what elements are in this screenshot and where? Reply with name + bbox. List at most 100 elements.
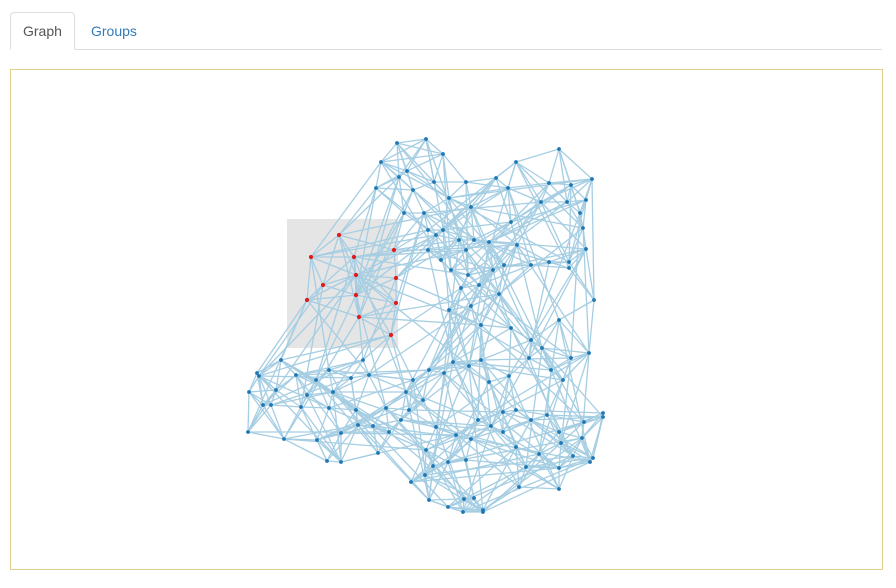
graph-node[interactable] <box>477 283 481 287</box>
graph-node[interactable] <box>479 323 483 327</box>
graph-node[interactable] <box>395 141 399 145</box>
graph-node-selected[interactable] <box>356 314 362 320</box>
graph-node[interactable] <box>506 186 510 190</box>
graph-node[interactable] <box>561 378 565 382</box>
graph-node[interactable] <box>467 364 471 368</box>
graph-node[interactable] <box>294 373 298 377</box>
graph-node[interactable] <box>494 176 498 180</box>
graph-node[interactable] <box>601 411 605 415</box>
graph-node[interactable] <box>514 445 518 449</box>
graph-node[interactable] <box>557 430 561 434</box>
graph-node[interactable] <box>565 200 569 204</box>
graph-node[interactable] <box>529 263 533 267</box>
graph-node[interactable] <box>464 180 468 184</box>
graph-node-selected[interactable] <box>393 300 399 306</box>
graph-node[interactable] <box>432 180 436 184</box>
tab-graph[interactable]: Graph <box>10 12 75 50</box>
graph-node[interactable] <box>246 430 250 434</box>
graph-node[interactable] <box>449 268 453 272</box>
graph-node[interactable] <box>407 408 411 412</box>
graph-node[interactable] <box>349 376 353 380</box>
graph-node[interactable] <box>472 496 476 500</box>
graph-node[interactable] <box>424 137 428 141</box>
graph-node[interactable] <box>527 356 531 360</box>
graph-node[interactable] <box>431 464 435 468</box>
graph-node[interactable] <box>427 498 431 502</box>
graph-node[interactable] <box>489 424 493 428</box>
graph-node[interactable] <box>514 160 518 164</box>
graph-node[interactable] <box>571 454 575 458</box>
graph-node[interactable] <box>472 238 476 242</box>
graph-node[interactable] <box>426 228 430 232</box>
tab-groups[interactable]: Groups <box>91 23 137 39</box>
graph-node[interactable] <box>590 177 594 181</box>
graph-node[interactable] <box>247 390 251 394</box>
graph-node[interactable] <box>451 360 455 364</box>
graph-node[interactable] <box>434 233 438 237</box>
graph-node[interactable] <box>446 505 450 509</box>
graph-node[interactable] <box>327 368 331 372</box>
graph-node[interactable] <box>421 398 425 402</box>
graph-node[interactable] <box>587 351 591 355</box>
graph-node[interactable] <box>487 240 491 244</box>
graph-node[interactable] <box>487 380 491 384</box>
graph-node[interactable] <box>592 298 596 302</box>
graph-node[interactable] <box>384 406 388 410</box>
graph-node-selected[interactable] <box>353 292 359 298</box>
graph-node[interactable] <box>411 378 415 382</box>
network-graph[interactable] <box>11 70 882 569</box>
graph-node[interactable] <box>501 410 505 414</box>
graph-node[interactable] <box>274 388 278 392</box>
graph-node[interactable] <box>557 487 561 491</box>
graph-node[interactable] <box>517 485 521 489</box>
graph-node[interactable] <box>481 510 485 514</box>
graph-node[interactable] <box>374 186 378 190</box>
graph-node[interactable] <box>441 228 445 232</box>
graph-node[interactable] <box>509 326 513 330</box>
graph-node[interactable] <box>557 318 561 322</box>
graph-node[interactable] <box>299 405 303 409</box>
graph-node[interactable] <box>411 188 415 192</box>
graph-node[interactable] <box>582 420 586 424</box>
graph-node[interactable] <box>439 258 443 262</box>
graph-node[interactable] <box>387 430 391 434</box>
graph-node[interactable] <box>402 211 406 215</box>
graph-node[interactable] <box>446 460 450 464</box>
graph-node-selected[interactable] <box>388 332 394 338</box>
graph-node[interactable] <box>457 238 461 242</box>
graph-node[interactable] <box>464 248 468 252</box>
graph-node[interactable] <box>529 338 533 342</box>
graph-node[interactable] <box>547 260 551 264</box>
graph-node[interactable] <box>559 441 563 445</box>
graph-node[interactable] <box>461 510 465 514</box>
graph-node[interactable] <box>255 371 259 375</box>
graph-node[interactable] <box>515 243 519 247</box>
graph-node[interactable] <box>501 430 505 434</box>
graph-node[interactable] <box>315 438 319 442</box>
graph-node[interactable] <box>405 169 409 173</box>
graph-node[interactable] <box>376 451 380 455</box>
graph-node[interactable] <box>404 390 408 394</box>
graph-node[interactable] <box>314 378 318 382</box>
graph-node[interactable] <box>557 466 561 470</box>
graph-node[interactable] <box>447 196 451 200</box>
graph-node[interactable] <box>361 358 365 362</box>
graph-node[interactable] <box>454 433 458 437</box>
graph-node[interactable] <box>591 456 595 460</box>
graph-node[interactable] <box>549 368 553 372</box>
graph-node[interactable] <box>491 268 495 272</box>
graph-node[interactable] <box>537 452 541 456</box>
graph-node-selected[interactable] <box>320 282 326 288</box>
graph-node[interactable] <box>447 308 451 312</box>
graph-node[interactable] <box>399 418 403 422</box>
graph-node[interactable] <box>580 436 584 440</box>
graph-node[interactable] <box>459 286 463 290</box>
graph-node[interactable] <box>539 200 543 204</box>
graph-node[interactable] <box>442 371 446 375</box>
graph-node[interactable] <box>327 406 331 410</box>
graph-node[interactable] <box>545 413 549 417</box>
graph-node[interactable] <box>507 374 511 378</box>
graph-node[interactable] <box>379 160 383 164</box>
graph-node[interactable] <box>434 425 438 429</box>
graph-node[interactable] <box>279 358 283 362</box>
